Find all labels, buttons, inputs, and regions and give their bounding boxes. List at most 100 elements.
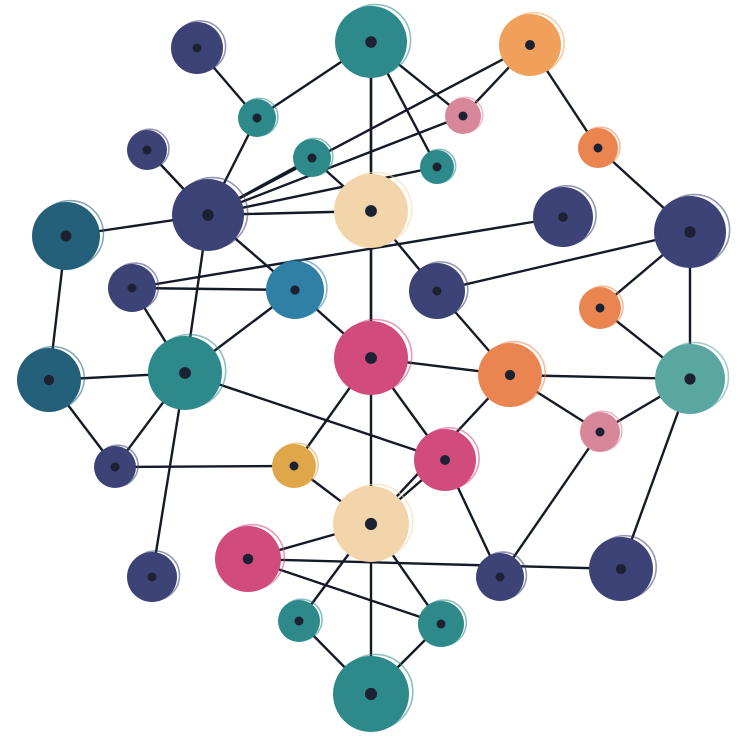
- node-ring-n6: [128, 128, 170, 170]
- node-n14: [654, 193, 731, 268]
- node-n29: [127, 550, 181, 602]
- node-core-n23: [684, 373, 696, 385]
- node-core-n27: [440, 455, 450, 465]
- node-core-n2: [365, 36, 377, 48]
- node-core-n19: [43, 374, 55, 386]
- node-core-n14: [684, 226, 696, 238]
- node-ring-n31: [478, 551, 528, 600]
- node-n6: [127, 128, 170, 170]
- node-n25: [94, 444, 139, 488]
- node-n1: [171, 20, 227, 74]
- node-ring-n4: [239, 97, 279, 137]
- node-n3: [499, 11, 565, 76]
- node-ring-n10: [176, 176, 249, 249]
- node-ring-n27: [417, 426, 480, 490]
- node-n10: [172, 176, 249, 251]
- node-core-n24: [595, 427, 605, 437]
- node-ring-n32: [592, 534, 658, 600]
- node-n21: [334, 318, 413, 395]
- node-ring-n29: [129, 550, 181, 601]
- node-ring-n28: [337, 483, 414, 560]
- edge-n30-n34: [246, 557, 443, 626]
- node-n35: [333, 653, 414, 732]
- node-core-n8: [432, 162, 442, 172]
- node-ring-n15: [110, 262, 160, 311]
- node-n22: [478, 340, 547, 407]
- edge-n20-n27: [183, 371, 447, 462]
- node-core-n3: [525, 40, 535, 50]
- edge-n13-n15: [130, 215, 565, 290]
- node-ring-n25: [96, 444, 139, 488]
- node-core-n7: [307, 153, 317, 163]
- node-ring-n34: [420, 599, 468, 646]
- node-n32: [589, 534, 658, 601]
- node-n23: [655, 341, 730, 414]
- node-ring-n35: [337, 653, 414, 730]
- node-n8: [420, 148, 457, 184]
- node-ring-n21: [338, 318, 413, 393]
- node-n17: [409, 261, 469, 319]
- node-core-n29: [147, 572, 157, 582]
- node-ring-n14: [658, 193, 731, 266]
- node-core-n26: [289, 461, 299, 471]
- node-ring-n2: [339, 3, 412, 76]
- node-n4: [238, 97, 279, 137]
- node-ring-n33: [280, 598, 323, 642]
- node-ring-n24: [582, 410, 623, 452]
- node-n30: [215, 523, 286, 592]
- node-core-n28: [364, 517, 378, 531]
- node-ring-n20: [152, 333, 227, 408]
- node-n33: [278, 598, 323, 642]
- node-ring-n30: [218, 523, 286, 591]
- node-ring-n3: [502, 11, 565, 75]
- node-n18: [579, 285, 624, 329]
- node-ring-n22: [481, 340, 547, 406]
- node-ring-n23: [659, 341, 730, 413]
- node-ring-n26: [274, 442, 320, 488]
- node-core-n4: [252, 113, 262, 123]
- edge-n25-n26: [113, 464, 296, 469]
- node-n19: [17, 345, 86, 412]
- node-n27: [414, 426, 480, 491]
- node-core-n18: [595, 303, 605, 313]
- node-core-n16: [290, 285, 300, 295]
- edge-n32-n30: [246, 557, 623, 571]
- node-core-n10: [202, 209, 214, 221]
- node-n28: [333, 483, 414, 562]
- node-core-n11: [365, 205, 377, 217]
- node-n11: [334, 171, 413, 248]
- node-core-n30: [242, 553, 254, 565]
- node-core-n33: [294, 616, 304, 626]
- node-ring-n18: [581, 285, 624, 329]
- node-ring-n11: [338, 171, 413, 246]
- node-core-n17: [432, 286, 442, 296]
- node-core-n12: [60, 230, 72, 242]
- edge-n31-n24: [498, 430, 602, 579]
- node-n9: [578, 126, 621, 168]
- node-ring-n17: [412, 261, 469, 318]
- node-ring-n13: [536, 185, 597, 246]
- node-n34: [418, 599, 468, 647]
- node-core-n1: [192, 43, 202, 53]
- node-n24: [580, 410, 623, 452]
- node-ring-n5: [446, 96, 484, 134]
- node-core-n13: [558, 212, 568, 222]
- edge-n14-n17: [435, 230, 692, 293]
- node-n13: [533, 185, 597, 247]
- node-n15: [108, 262, 160, 312]
- node-ring-n8: [421, 148, 457, 184]
- node-core-n21: [365, 352, 377, 364]
- node-n26: [272, 442, 320, 488]
- node-n16: [266, 259, 328, 319]
- node-core-n5: [458, 111, 468, 121]
- node-core-n6: [142, 145, 152, 155]
- node-n20: [148, 333, 227, 410]
- node-core-n31: [495, 572, 505, 582]
- node-core-n32: [615, 563, 627, 575]
- node-core-n34: [436, 619, 446, 629]
- node-ring-n7: [294, 137, 334, 177]
- node-core-n35: [364, 687, 378, 701]
- nodes-layer: [17, 3, 731, 732]
